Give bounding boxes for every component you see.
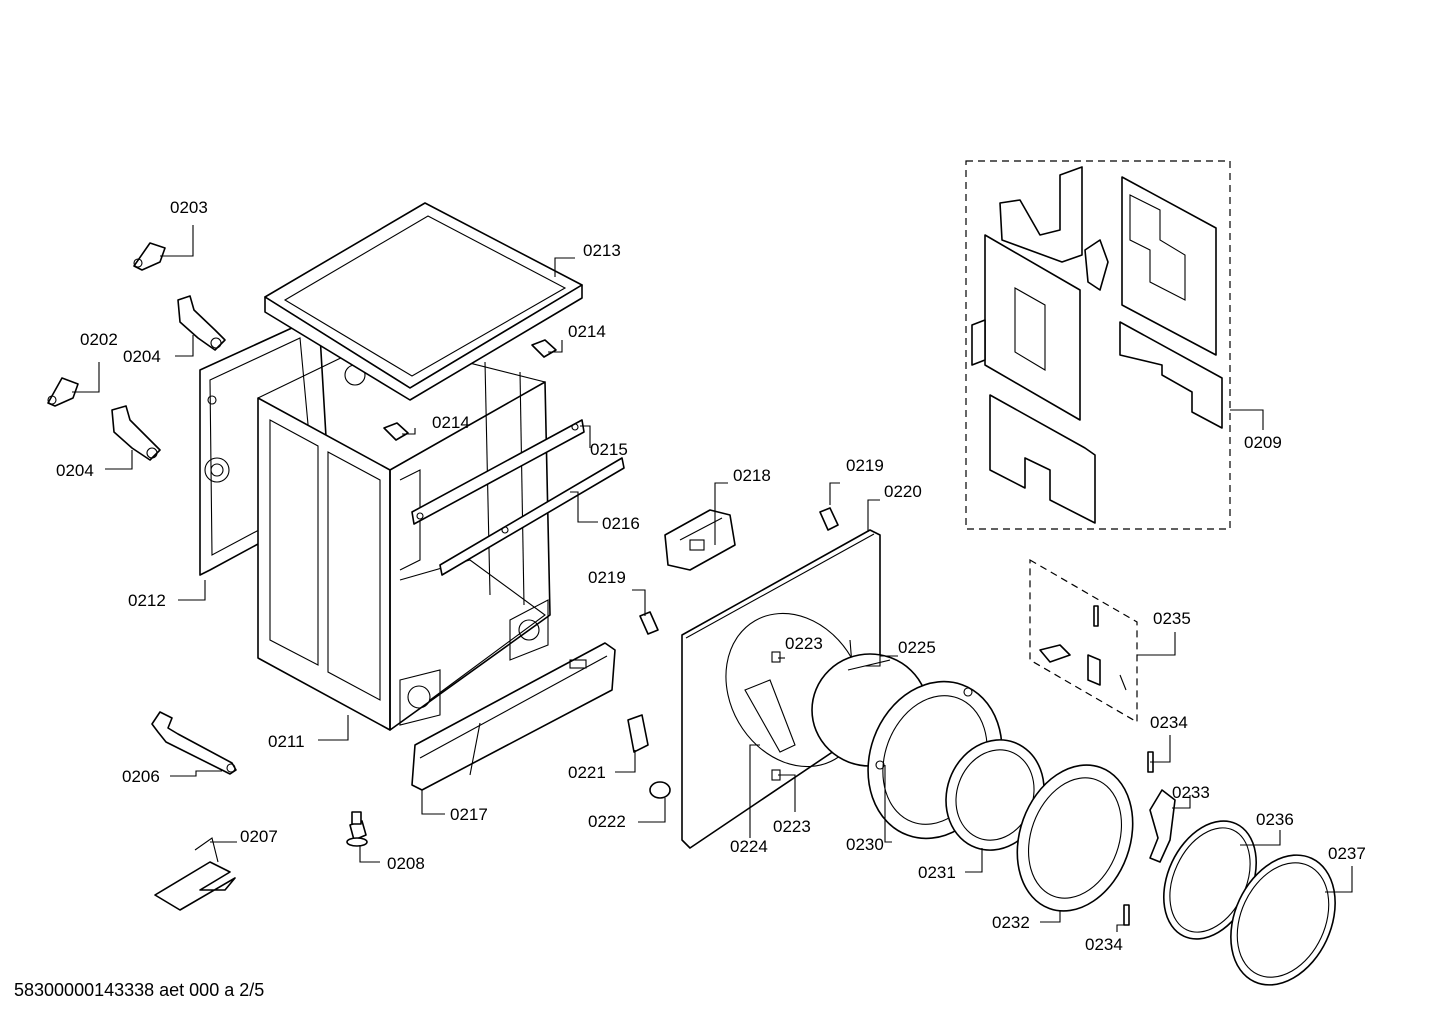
label-0215: 0215 [590, 440, 628, 459]
label-0223-upper: 0223 [785, 634, 823, 653]
label-0225: 0225 [898, 638, 936, 657]
label-0231: 0231 [918, 863, 956, 882]
label-0217: 0217 [450, 805, 488, 824]
label-0216: 0216 [602, 514, 640, 533]
label-0223-lower: 0223 [773, 817, 811, 836]
label-0204-upper: 0204 [123, 347, 161, 366]
cover-ring-part [1230, 854, 1336, 986]
label-0212: 0212 [128, 591, 166, 610]
label-0224: 0224 [730, 837, 768, 856]
outer-door-ring-part [1016, 764, 1134, 912]
label-0206: 0206 [122, 767, 160, 786]
label-0237: 0237 [1328, 844, 1366, 863]
label-0219-lower: 0219 [588, 568, 626, 587]
part-labels: 0203 0202 0204 0204 0212 0213 0214 0214 … [56, 198, 1366, 954]
label-0213: 0213 [583, 241, 621, 260]
label-0220: 0220 [884, 482, 922, 501]
bottom-rail-part [439, 457, 625, 576]
knob-part [649, 781, 671, 799]
label-0235: 0235 [1153, 609, 1191, 628]
label-0214-upper: 0214 [568, 322, 606, 341]
insulation-kit [965, 160, 1231, 530]
label-0207: 0207 [240, 827, 278, 846]
label-0214-lower: 0214 [432, 413, 470, 432]
label-0203: 0203 [170, 198, 208, 217]
label-0211: 0211 [268, 732, 305, 751]
leader-lines [72, 225, 1353, 932]
label-0202: 0202 [80, 330, 118, 349]
label-0230: 0230 [846, 835, 884, 854]
bracket-clip-part [383, 339, 557, 441]
wrench-part [151, 711, 237, 775]
front-rail-part [411, 419, 585, 525]
label-0219-upper: 0219 [846, 456, 884, 475]
label-0209: 0209 [1244, 433, 1282, 452]
drawing-number: 58300000143338 aet 000 a 2/5 [14, 980, 265, 1000]
label-0222: 0222 [588, 812, 626, 831]
hinge-part [627, 714, 649, 753]
transport-plate-part [154, 837, 236, 911]
bolt-part [346, 811, 368, 847]
door-handle-part [1149, 789, 1176, 863]
plinth-panel-part [411, 642, 616, 791]
label-0234-lower: 0234 [1085, 935, 1123, 954]
clip-part [639, 507, 839, 635]
label-0233: 0233 [1172, 783, 1210, 802]
label-0218: 0218 [733, 466, 771, 485]
label-0236: 0236 [1256, 810, 1294, 829]
label-0204-lower: 0204 [56, 461, 94, 480]
label-0232: 0232 [992, 913, 1030, 932]
label-0221: 0221 [568, 763, 606, 782]
top-lid-part [264, 202, 583, 401]
label-0208: 0208 [387, 854, 425, 873]
door-lock-part [664, 509, 736, 571]
label-0234-upper: 0234 [1150, 713, 1188, 732]
hose-fitting-part [47, 242, 226, 461]
small-parts-kit [1029, 558, 1138, 724]
